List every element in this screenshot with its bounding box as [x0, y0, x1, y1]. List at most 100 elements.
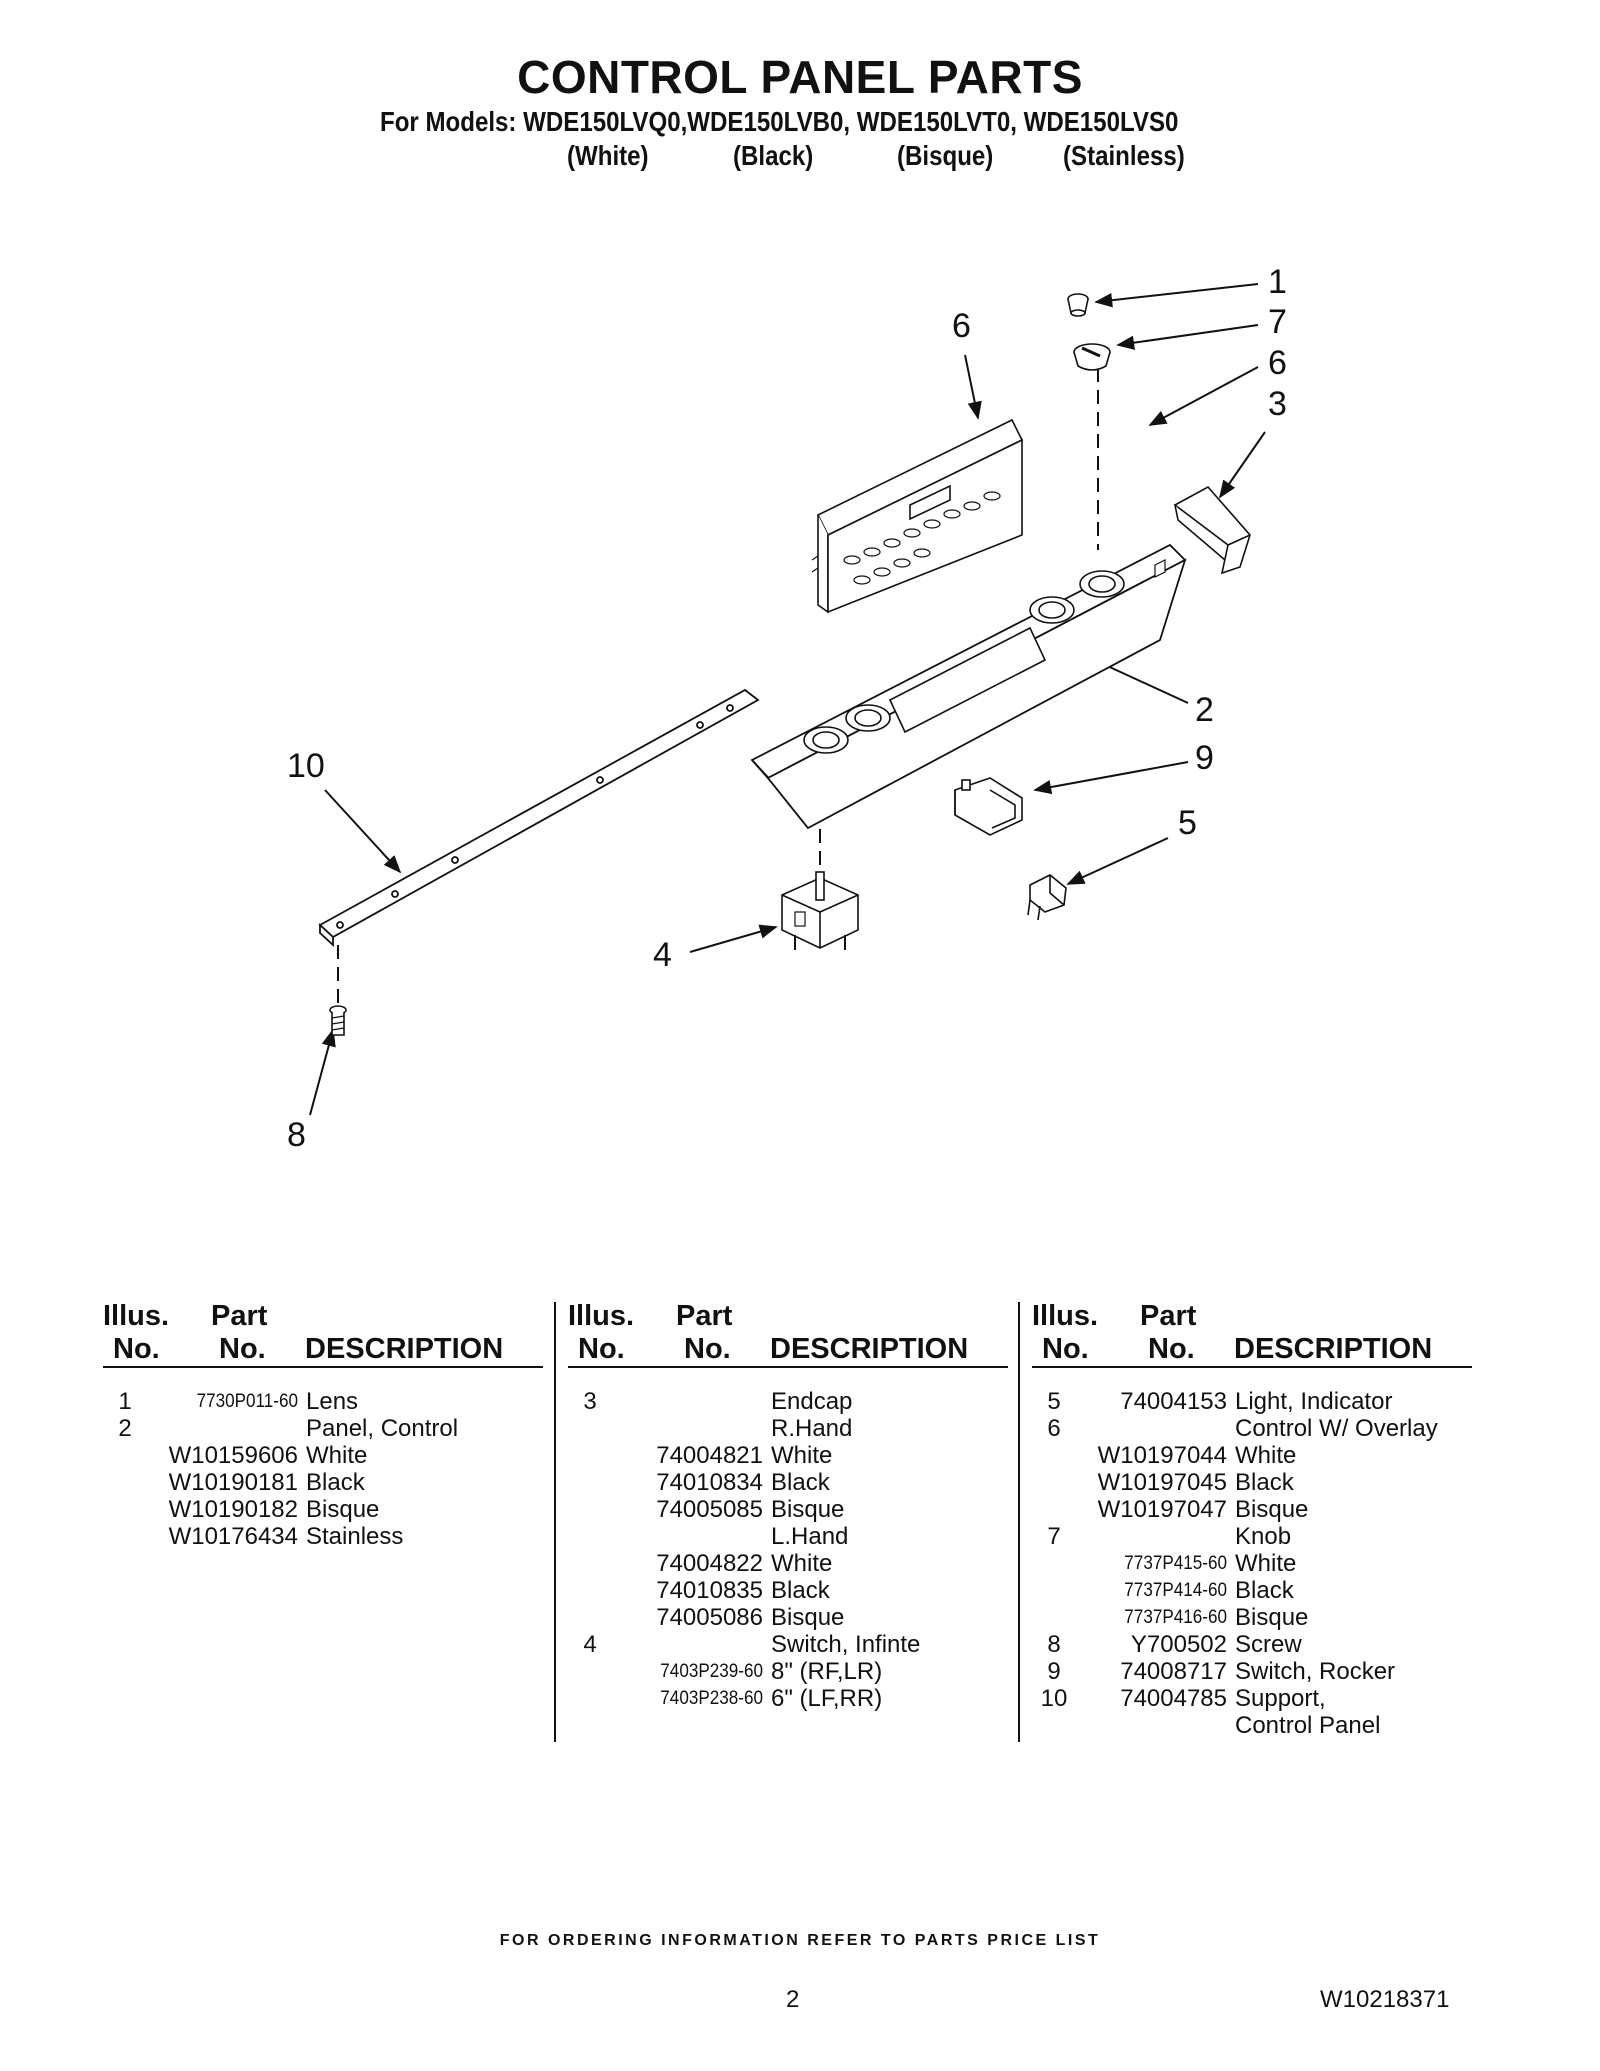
support-bracket-part [318, 688, 760, 948]
part-number: 74004821 [656, 1442, 763, 1469]
part-number: W10159606 [168, 1442, 298, 1469]
part-description: Black [771, 1469, 830, 1496]
part-description: White [1235, 1550, 1297, 1577]
table-header: Illus. No. Part No. DESCRIPTION [103, 1300, 543, 1368]
part-description: Black [1235, 1469, 1294, 1496]
header-description: DESCRIPTION [1234, 1333, 1433, 1365]
illus-number: 2 [118, 1415, 132, 1442]
header-illus: Illus. [568, 1300, 635, 1332]
header-illus-no: No. [113, 1333, 160, 1365]
header-illus-no: No. [1042, 1333, 1089, 1365]
callout-8: 8 [287, 1116, 306, 1154]
callout-labels: 1 7 6 3 6 2 9 5 10 4 8 [287, 263, 1287, 1154]
part-number: 74010834 [656, 1469, 763, 1496]
part-description: 8" (RF,LR) [771, 1658, 883, 1685]
illus-number: 7 [1047, 1523, 1061, 1550]
illus-number: 9 [1047, 1658, 1061, 1685]
models-line: For Models: WDE150LVQ0,WDE150LVB0, WDE15… [380, 106, 1179, 137]
table-row: L.Hand [568, 1523, 1008, 1550]
header-illus-no: No. [578, 1333, 625, 1365]
part-number: 74005086 [656, 1604, 763, 1631]
part-number: 7737P415-60 [1124, 1553, 1227, 1574]
part-description: Knob [1235, 1523, 1292, 1550]
part-description: R.Hand [771, 1415, 853, 1442]
header-part-no: No. [684, 1333, 731, 1365]
header-part-no: No. [219, 1333, 266, 1365]
exploded-parts-diagram: 1 7 6 3 6 2 9 5 10 4 8 [287, 263, 1287, 1154]
header-part: Part [676, 1300, 733, 1332]
callout-6-left: 6 [952, 307, 971, 345]
header-illus: Illus. [1032, 1300, 1099, 1332]
part-number: 74008717 [1120, 1658, 1227, 1685]
header-description: DESCRIPTION [305, 1333, 504, 1365]
table-row: 74004822 White [568, 1550, 1008, 1577]
header-part: Part [1140, 1300, 1197, 1332]
part-number: 74004153 [1120, 1388, 1227, 1415]
callout-1: 1 [1268, 263, 1287, 301]
color-white: (White) [567, 140, 649, 171]
table-row: 74010835 Black [568, 1577, 1008, 1604]
screw-part [329, 1005, 347, 1036]
part-number: 7737P416-60 [1124, 1607, 1227, 1628]
page-number: 2 [786, 1986, 800, 2013]
part-description: Black [771, 1577, 830, 1604]
callout-3: 3 [1268, 385, 1287, 423]
table-row: 7403P238-60 6" (LF,RR) [568, 1685, 1008, 1712]
part-number: 74010835 [656, 1577, 763, 1604]
callout-9: 9 [1195, 739, 1214, 777]
table-row: 9 74008717 Switch, Rocker [1032, 1658, 1472, 1685]
part-number: W10197045 [1097, 1469, 1227, 1496]
leader-arrows [309, 283, 1266, 1116]
part-number: 7403P239-60 [660, 1661, 763, 1682]
part-number: 7737P414-60 [1124, 1580, 1227, 1601]
illus-number: 8 [1047, 1631, 1061, 1658]
callout-5: 5 [1178, 804, 1197, 842]
parts-table-column-1: Illus. No. Part No. DESCRIPTION 1 7730P01… [103, 1300, 543, 1550]
part-number: 74004822 [656, 1550, 763, 1577]
part-description: Switch, Infinte [771, 1631, 921, 1658]
part-number: 74005085 [656, 1496, 763, 1523]
part-number: 7403P238-60 [660, 1688, 763, 1709]
part-number: Y700502 [1130, 1631, 1227, 1658]
part-description: Endcap [771, 1388, 853, 1415]
part-description: White [1235, 1442, 1297, 1469]
part-number: W10197044 [1097, 1442, 1227, 1469]
table-row: W10197045 Black [1032, 1469, 1472, 1496]
table-row: 7 Knob [1032, 1523, 1472, 1550]
part-description: Black [1235, 1577, 1294, 1604]
table-row: 7737P414-60 Black [1032, 1577, 1472, 1604]
callout-7: 7 [1268, 303, 1287, 341]
part-description: 6" (LF,RR) [771, 1685, 883, 1712]
header-illus: Illus. [103, 1300, 170, 1332]
part-description: Switch, Rocker [1235, 1658, 1396, 1685]
part-number: 7730P011-60 [196, 1391, 298, 1412]
illus-number: 1 [118, 1388, 132, 1415]
knob-part [1073, 343, 1111, 371]
part-description: Bisque [1235, 1496, 1309, 1523]
part-description: White [771, 1550, 833, 1577]
table-header: Illus. No. Part No. DESCRIPTION [1032, 1300, 1472, 1368]
table-row: Control Panel [1032, 1712, 1472, 1739]
part-number: W10190182 [168, 1496, 298, 1523]
callout-4: 4 [653, 936, 672, 974]
table-row: 7403P239-60 8" (RF,LR) [568, 1658, 1008, 1685]
color-black: (Black) [733, 140, 814, 171]
illus-number: 5 [1047, 1388, 1061, 1415]
part-description: L.Hand [771, 1523, 849, 1550]
